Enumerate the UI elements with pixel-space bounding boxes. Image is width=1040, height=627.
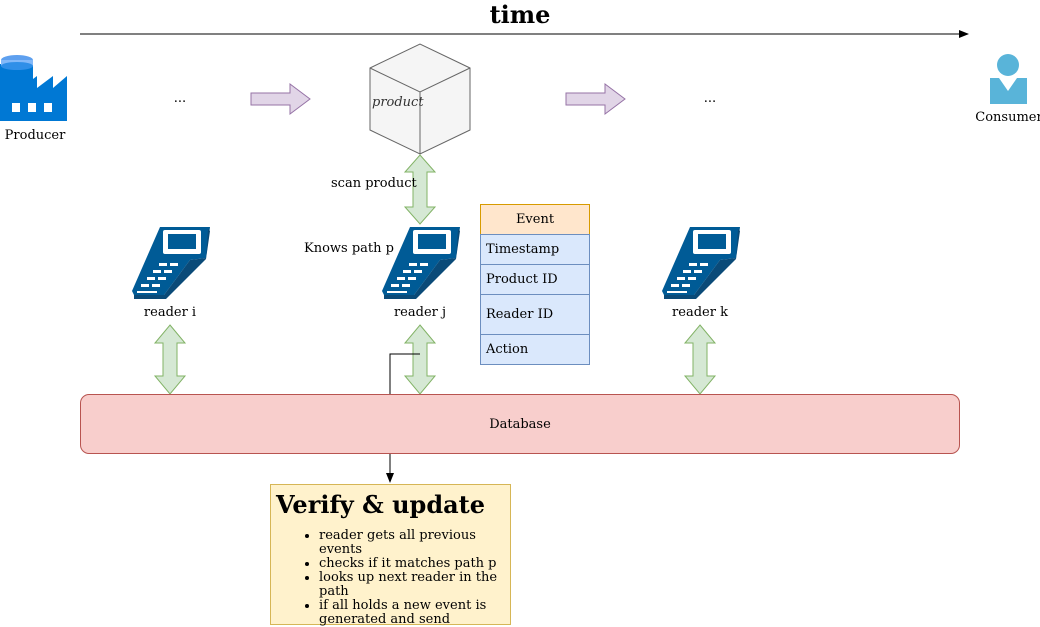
reader-i-db-arrow (153, 324, 187, 395)
product-cube (369, 43, 471, 155)
handheld-scanner-icon (382, 227, 460, 299)
reader-k-db-arrow (683, 324, 717, 395)
event-table-header: Event (480, 204, 590, 235)
ellipsis-right: ... (703, 91, 717, 106)
handheld-scanner-icon (132, 227, 210, 299)
consumer-label: Consumer (975, 110, 1040, 125)
reader-k-label: reader k (672, 305, 728, 320)
ellipsis-left: ... (173, 91, 187, 106)
flow-arrow-left (250, 83, 311, 115)
scan-product-arrow (403, 154, 437, 225)
handheld-scanner-icon (662, 227, 740, 299)
flow-arrow-right (565, 83, 626, 115)
event-field-timestamp: Timestamp (480, 234, 590, 265)
list-item: checks if it matches path p (319, 557, 506, 571)
list-item: reader gets all previous events (319, 529, 506, 557)
verify-update-note: Verify & update reader gets all previous… (270, 484, 511, 627)
product-label: product (372, 95, 424, 110)
list-item: if all holds a new event is generated an… (319, 599, 506, 627)
user-icon (990, 54, 1027, 104)
knows-path-label: Knows path p (304, 241, 394, 256)
list-item: looks up next reader in the path (319, 571, 506, 599)
event-field-action: Action (480, 334, 590, 365)
time-axis-title: time (489, 0, 551, 29)
reader-j-db-arrow (403, 324, 437, 395)
factory-icon (0, 55, 67, 121)
note-title: Verify & update (276, 490, 486, 519)
scan-product-label: scan product (331, 176, 417, 191)
producer-label: Producer (4, 128, 66, 143)
event-field-reader-id: Reader ID (480, 294, 590, 335)
database-box: Database (80, 394, 960, 454)
event-field-product-id: Product ID (480, 264, 590, 295)
reader-i-label: reader i (143, 305, 197, 320)
note-list: reader gets all previous events checks i… (275, 529, 506, 627)
database-label: Database (489, 416, 551, 432)
reader-j-label: reader j (393, 305, 447, 320)
